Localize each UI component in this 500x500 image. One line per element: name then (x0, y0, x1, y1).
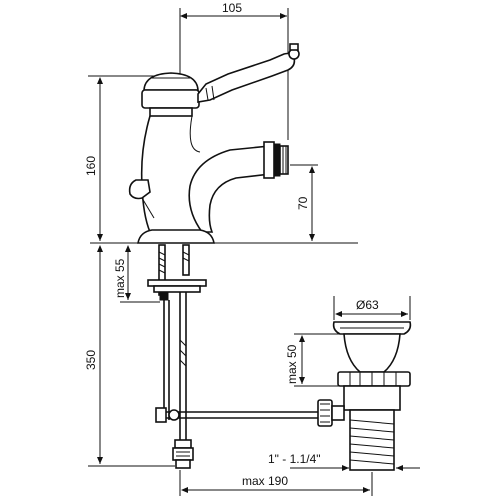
under-counter-assembly (147, 244, 318, 469)
dimension-spout-height: 70 (290, 164, 318, 241)
drain-assembly (317, 321, 412, 471)
dim-160-label: 160 (84, 156, 98, 176)
dimension-drain-max: max 50 (285, 333, 340, 387)
dim-max55-label: max 55 (113, 258, 127, 298)
dim-d63-label: Ø63 (356, 298, 379, 312)
dim-350-label: 350 (84, 350, 98, 370)
dim-70-label: 70 (296, 196, 310, 210)
dimension-pipe-thread: 1" - 1.1/4" (268, 452, 420, 471)
dimension-below-counter: 350 (84, 245, 175, 467)
dimension-top-width: 105 (179, 1, 289, 140)
faucet-body (128, 43, 300, 244)
dimension-drain-diameter: Ø63 (333, 296, 411, 320)
dimension-max-thickness: max 55 (113, 245, 160, 303)
dim-thread-label: 1" - 1.1/4" (268, 452, 321, 466)
dimension-height-total: 160 (84, 75, 165, 241)
dimension-bottom-max: max 190 (179, 470, 373, 496)
dim-max190-label: max 190 (242, 474, 288, 488)
dim-105-label: 105 (222, 1, 242, 15)
dim-max50-label: max 50 (285, 344, 299, 384)
